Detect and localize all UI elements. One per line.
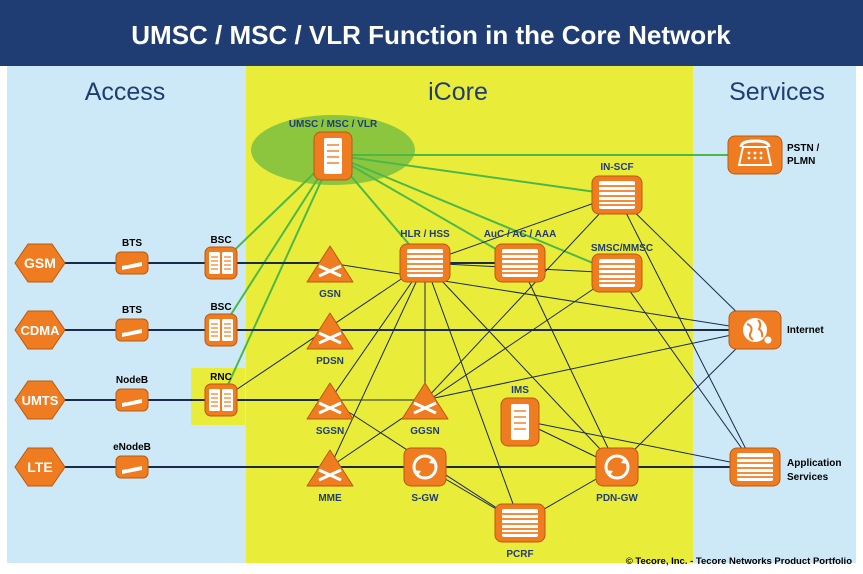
pstn-label-line2: PLMN <box>787 156 815 167</box>
access-node-label: NodeB <box>116 375 148 386</box>
auc-label: AuC / AC / AAA <box>484 229 557 240</box>
umsc-server-icon <box>313 131 353 181</box>
auc-server-icon <box>494 243 546 283</box>
ims-label: IMS <box>511 385 529 396</box>
mme-label: MME <box>318 493 342 504</box>
ims-server-icon <box>500 397 540 447</box>
app-server-icon <box>729 447 781 487</box>
ggsn-label: GGSN <box>410 426 439 437</box>
bts-icon <box>115 318 149 342</box>
access-label-gsm: GSM <box>24 255 56 271</box>
apps-label-line2: Services <box>787 472 829 483</box>
nodeb-icon <box>115 388 149 412</box>
phone-icon <box>727 135 783 175</box>
access-node-label: BTS <box>122 305 142 316</box>
gsn-label: GSN <box>319 289 341 300</box>
smsc-server-icon <box>591 253 643 293</box>
hlr-label: HLR / HSS <box>400 229 450 240</box>
section-icore: iCore <box>428 78 488 106</box>
pdngw-label: PDN-GW <box>596 493 638 504</box>
bsc-icon <box>204 313 238 347</box>
access-node-label: eNodeB <box>113 442 151 453</box>
controller-label: BSC <box>210 235 231 246</box>
hlr-server-icon <box>399 243 451 283</box>
inscf-label: IN-SCF <box>600 162 633 173</box>
smsc-label: SMSC/MMSC <box>591 243 653 254</box>
internet-label: Internet <box>787 325 824 336</box>
pcrf-server-icon <box>494 503 546 543</box>
access-label-umts: UMTS <box>22 393 59 408</box>
enodeb-icon <box>115 455 149 479</box>
section-access: Access <box>85 78 166 106</box>
title-bar <box>0 0 863 66</box>
sgw-label: S-GW <box>411 493 439 504</box>
umsc-label: UMSC / MSC / VLR <box>289 119 378 130</box>
sgsn-label: SGSN <box>316 426 344 437</box>
copyright-notice: © Tecore, Inc. - Tecore Networks Product… <box>626 556 852 567</box>
bts-icon <box>115 251 149 275</box>
inscf-server-icon <box>591 175 643 215</box>
access-node-label: BTS <box>122 238 142 249</box>
pstn-label-line1: PSTN / <box>787 143 819 154</box>
section-services: Services <box>729 78 825 106</box>
pcrf-label: PCRF <box>506 549 533 560</box>
globe-icon <box>728 310 782 350</box>
pdngw-gateway-icon <box>595 447 639 487</box>
page-title: UMSC / MSC / VLR Function in the Core Ne… <box>131 20 731 50</box>
pdsn-label: PDSN <box>316 356 344 367</box>
controller-label: BSC <box>210 302 231 313</box>
access-label-lte: LTE <box>27 459 52 475</box>
access-label-cdma: CDMA <box>21 323 61 338</box>
core-links <box>220 194 756 524</box>
bsc-icon <box>204 246 238 280</box>
sgw-gateway-icon <box>403 447 447 487</box>
rnc-icon <box>204 383 238 417</box>
apps-label-line1: Application <box>787 458 841 469</box>
controller-label: RNC <box>210 372 232 383</box>
